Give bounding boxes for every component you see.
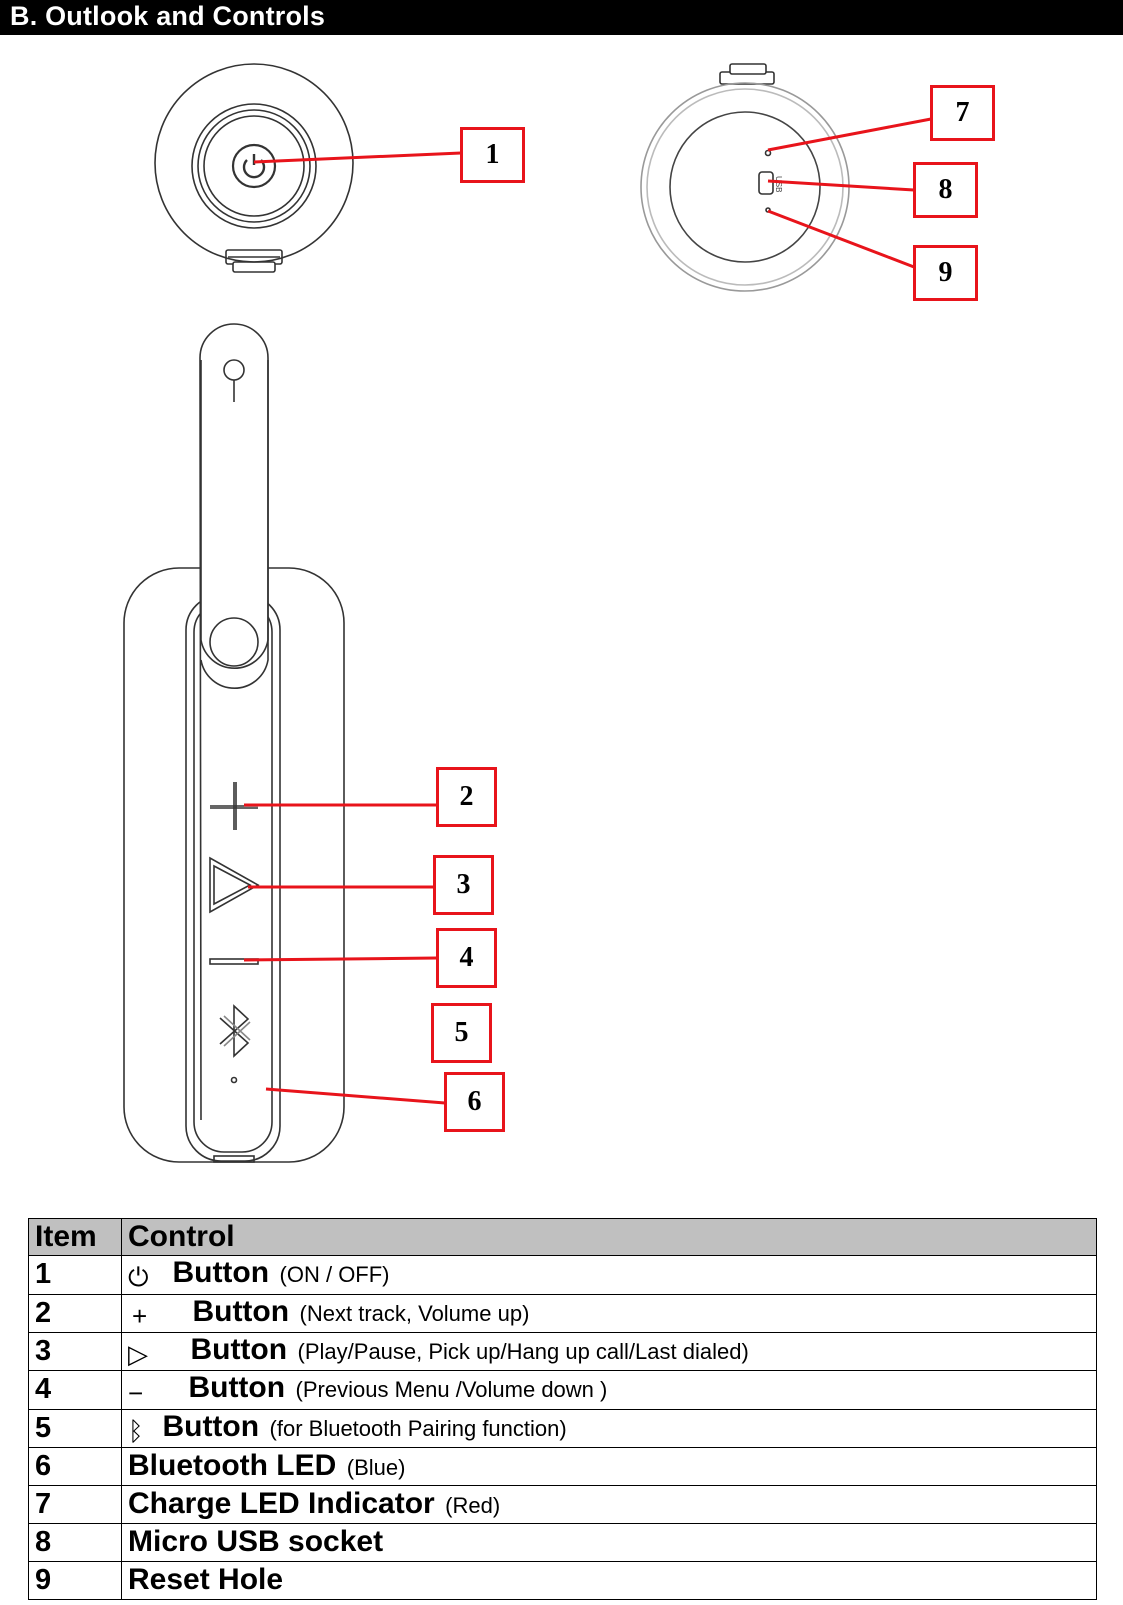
power-icon: ⏻ xyxy=(128,1261,149,1292)
table-header-row: Item Control xyxy=(28,1218,1097,1256)
row-item-number: 2 xyxy=(28,1293,122,1334)
row-control: Micro USB socket xyxy=(121,1522,1097,1562)
header-item: Item xyxy=(28,1218,122,1256)
row-item-number: 6 xyxy=(28,1446,122,1486)
table-row: 7 Charge LED Indicator (Red) xyxy=(28,1484,1097,1524)
row-control: Charge LED Indicator (Red) xyxy=(121,1484,1097,1524)
power-icon xyxy=(242,154,266,179)
usb-label: USB xyxy=(774,176,783,192)
minus-icon xyxy=(209,958,259,965)
row-item-number: 8 xyxy=(28,1522,122,1562)
row-item-number: 9 xyxy=(28,1560,122,1600)
control-name: Button xyxy=(188,1371,286,1405)
table-row: 9 Reset Hole xyxy=(28,1560,1097,1600)
callout-5: 5 xyxy=(431,1003,492,1063)
callout-4: 4 xyxy=(436,928,497,988)
callout-8: 8 xyxy=(913,162,978,218)
speaker-side-view xyxy=(123,323,345,1163)
row-control: ▷ Button (Play/Pause, Pick up/Hang up ca… xyxy=(121,1332,1097,1372)
row-item-number: 1 xyxy=(28,1255,122,1295)
play-icon xyxy=(209,856,260,914)
control-description: (Previous Menu /Volume down ) xyxy=(295,1377,608,1403)
device-illustration: USB xyxy=(123,63,932,1163)
callout-9: 9 xyxy=(913,245,978,301)
row-item-number: 7 xyxy=(28,1484,122,1524)
callout-6: 6 xyxy=(444,1072,505,1132)
table-row: 1 ⏻ Button (ON / OFF) xyxy=(28,1255,1097,1295)
row-item-number: 3 xyxy=(28,1332,122,1372)
control-description: (Blue) xyxy=(346,1455,406,1481)
plus-icon: + xyxy=(132,1301,148,1332)
bluetooth-icon xyxy=(219,1004,251,1058)
control-description: (Play/Pause, Pick up/Hang up call/Last d… xyxy=(297,1339,749,1365)
callout-2: 2 xyxy=(436,767,497,827)
bluetooth-led-dot xyxy=(230,1076,238,1084)
bluetooth-icon: ᛒ xyxy=(128,1415,144,1446)
row-control: Bluetooth LED (Blue) xyxy=(121,1446,1097,1486)
table-row: 5 ᛒ Button (for Bluetooth Pairing functi… xyxy=(28,1408,1097,1448)
row-control: ᛒ Button (for Bluetooth Pairing function… xyxy=(121,1408,1097,1448)
row-control: + Button (Next track, Volume up) xyxy=(121,1293,1097,1334)
table-row: 6 Bluetooth LED (Blue) xyxy=(28,1446,1097,1486)
row-item-number: 4 xyxy=(28,1370,122,1410)
control-description: (ON / OFF) xyxy=(279,1262,390,1287)
row-item-number: 5 xyxy=(28,1408,122,1448)
control-name: Button xyxy=(190,1333,288,1367)
callout-leaders xyxy=(243,117,932,1105)
row-control: Reset Hole xyxy=(121,1560,1097,1600)
table-row: 8 Micro USB socket xyxy=(28,1522,1097,1562)
section-header: B. Outlook and Controls xyxy=(0,0,1123,35)
control-name: Button xyxy=(162,1409,260,1443)
control-name: Button xyxy=(172,1256,270,1289)
play-icon: ▷ xyxy=(128,1339,148,1370)
speaker-back-view xyxy=(640,63,850,292)
section-title: B. Outlook and Controls xyxy=(10,1,326,31)
control-description: (Red) xyxy=(445,1493,501,1519)
minus-icon: − xyxy=(128,1377,144,1408)
callout-3: 3 xyxy=(433,855,494,915)
table-row: 3 ▷ Button (Play/Pause, Pick up/Hang up … xyxy=(28,1332,1097,1372)
control-name: Button xyxy=(192,1294,290,1328)
table-row: 2 + Button (Next track, Volume up) xyxy=(28,1293,1097,1334)
control-name: Reset Hole xyxy=(128,1563,284,1597)
speaker-front-view xyxy=(154,63,354,273)
header-control: Control xyxy=(121,1218,1097,1256)
control-name: Bluetooth LED xyxy=(128,1449,337,1483)
control-name: Micro USB socket xyxy=(128,1525,384,1559)
control-description: (for Bluetooth Pairing function) xyxy=(269,1415,567,1441)
callout-1: 1 xyxy=(460,127,525,183)
row-control: ⏻ Button (ON / OFF) xyxy=(121,1255,1097,1295)
table-row: 4 − Button (Previous Menu /Volume down ) xyxy=(28,1370,1097,1410)
row-control: − Button (Previous Menu /Volume down ) xyxy=(121,1370,1097,1410)
control-description: (Next track, Volume up) xyxy=(299,1300,530,1326)
callout-7: 7 xyxy=(930,85,995,141)
controls-table: Item Control 1 ⏻ Button (ON / OFF) 2 + B… xyxy=(28,1218,1097,1600)
control-name: Charge LED Indicator xyxy=(128,1487,435,1521)
